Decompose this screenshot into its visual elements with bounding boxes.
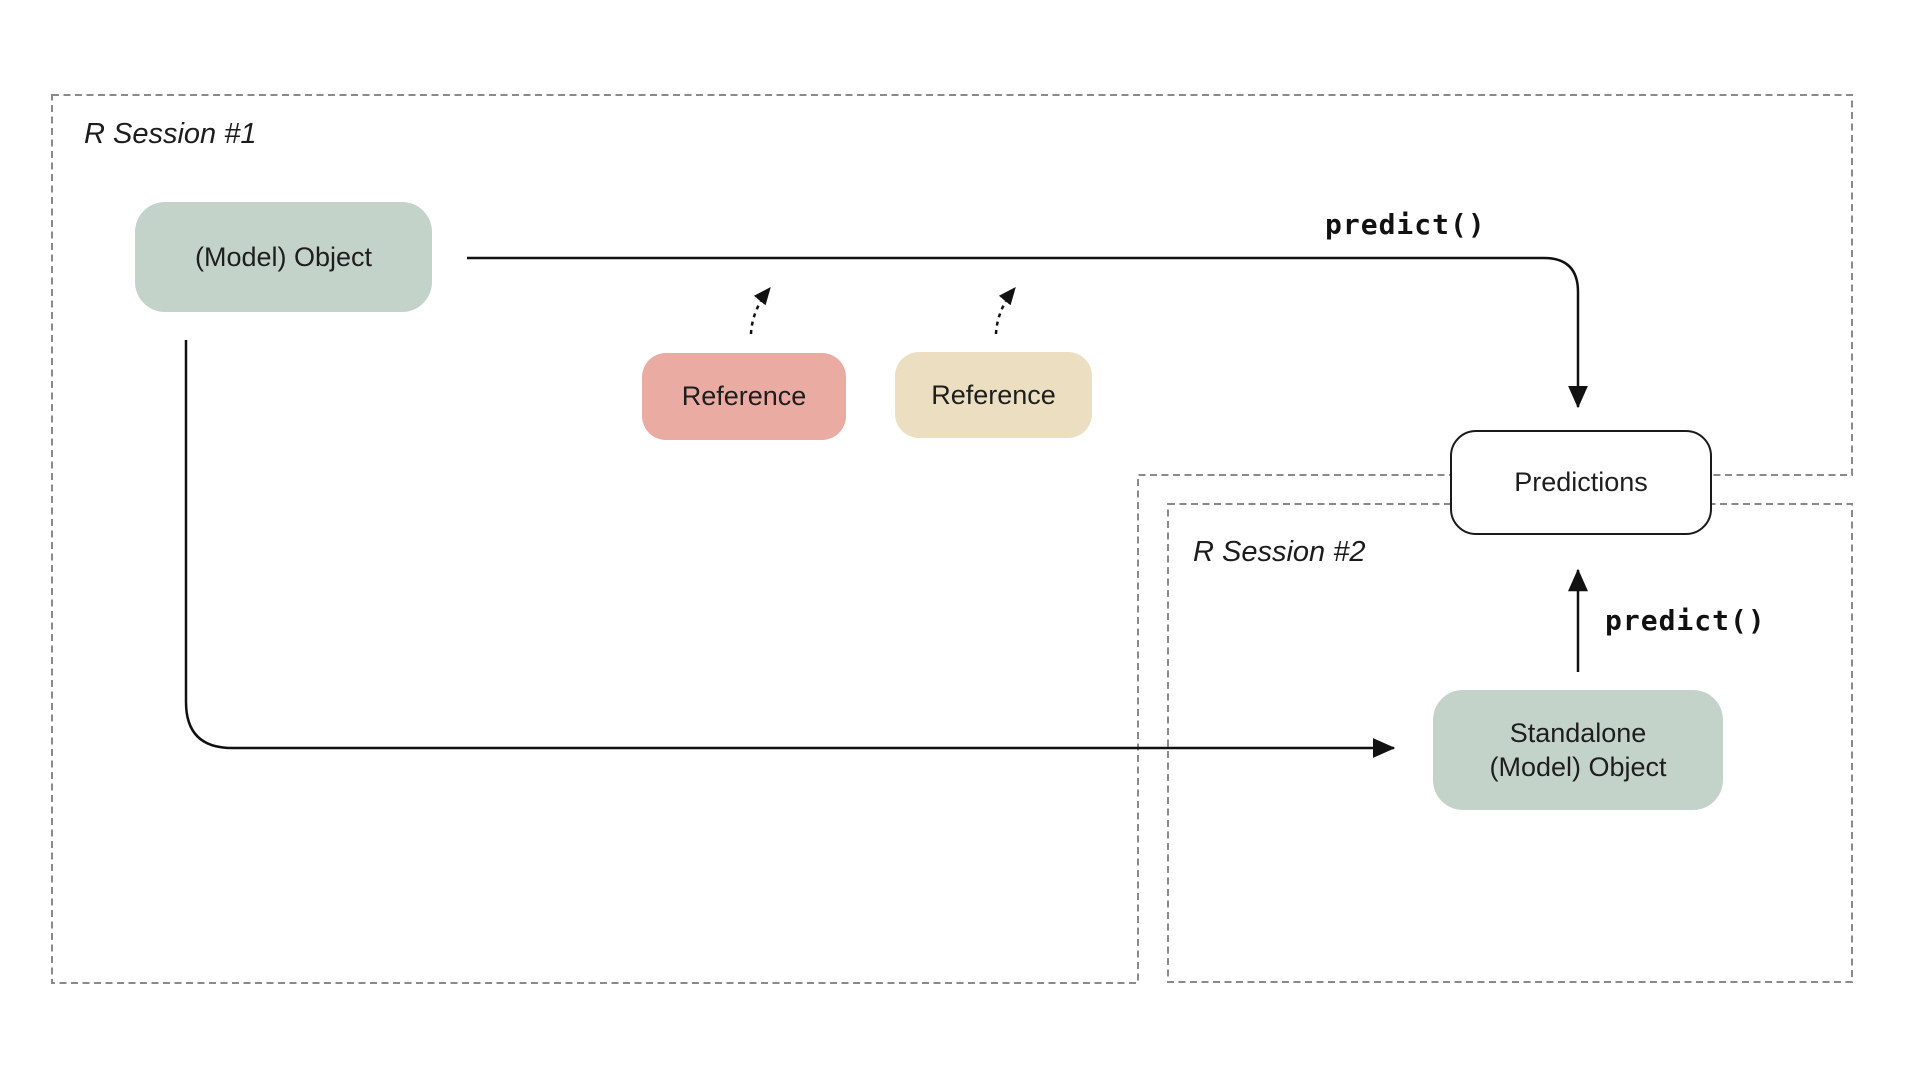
session-1-border <box>51 94 1853 984</box>
predictions-node: Predictions <box>1450 430 1712 535</box>
standalone-label-line2: (Model) Object <box>1489 752 1667 782</box>
predict-call-label-top: predict() <box>1325 208 1486 241</box>
session-1-label: R Session #1 <box>84 118 257 150</box>
model-to-standalone-arrow <box>184 340 1396 758</box>
model-object-label: (Model) Object <box>194 241 373 272</box>
session-2-label: R Session #2 <box>1193 536 1366 568</box>
reference-tan-dashed-arrow <box>994 287 1016 335</box>
reference-pink-label: Reference <box>681 381 807 411</box>
model-object-node: (Model) Object <box>135 202 432 312</box>
reference-pink-node: Reference <box>642 353 846 440</box>
reference-tan-node: Reference <box>895 352 1092 438</box>
standalone-model-object-node: Standalone (Model) Object <box>1433 690 1723 810</box>
standalone-label-line1: Standalone <box>1509 718 1647 748</box>
reference-pink-dashed-arrow <box>749 287 771 335</box>
reference-tan-label: Reference <box>931 379 1056 410</box>
predict-call-label-bottom: predict() <box>1605 604 1766 637</box>
predictions-label: Predictions <box>1514 467 1648 497</box>
predict-arrow-top <box>467 256 1588 409</box>
session-2-border <box>1167 503 1853 983</box>
